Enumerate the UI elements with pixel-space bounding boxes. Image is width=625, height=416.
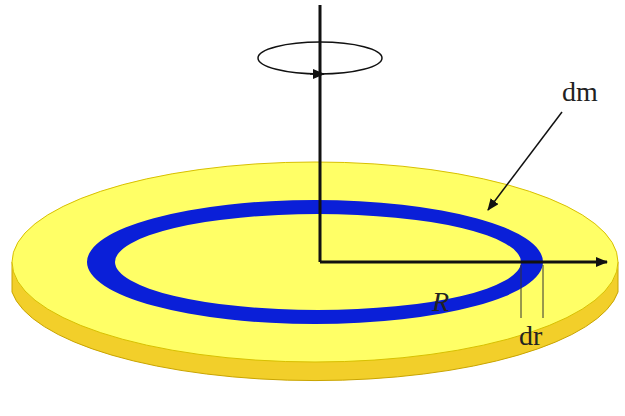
rotation-axis — [319, 5, 322, 262]
mass-element-label: dm — [562, 78, 598, 106]
dr-tick — [543, 265, 544, 318]
radius-line — [320, 261, 607, 264]
leader-line — [488, 112, 562, 210]
disk-top — [12, 162, 618, 362]
dr-tick — [521, 265, 522, 318]
rotation-arrow — [310, 73, 324, 75]
width-label: dr — [519, 322, 542, 350]
rotation-circle — [258, 42, 382, 74]
radius-label: R — [432, 288, 449, 316]
